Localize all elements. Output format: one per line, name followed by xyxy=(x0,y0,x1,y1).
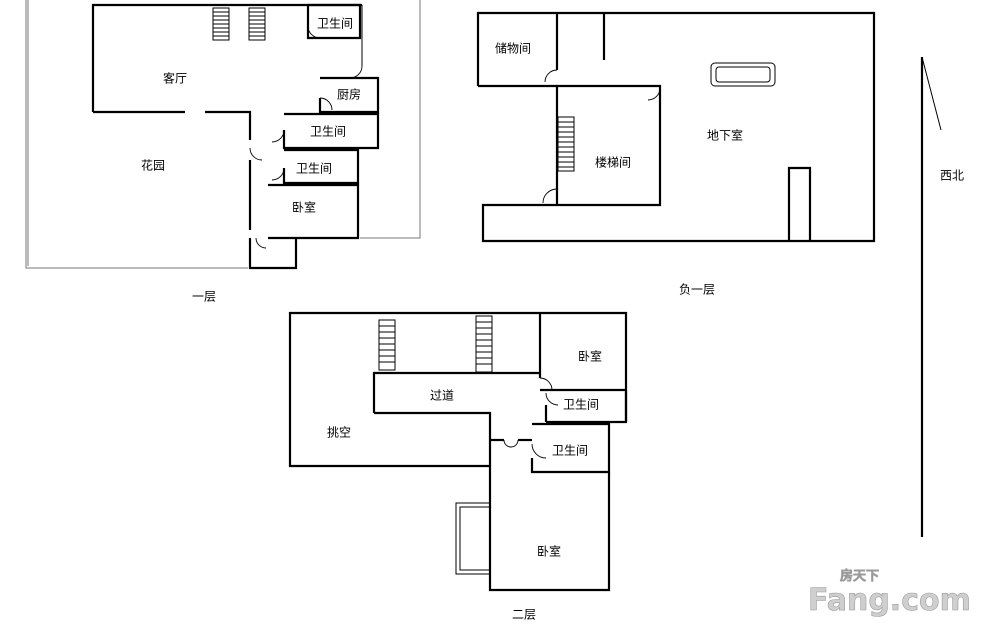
compass-label: 西北 xyxy=(940,169,964,183)
first-bedroom-walls xyxy=(268,183,360,240)
watermark-small-text: 房天下 xyxy=(840,568,879,584)
room-label-second-bedroom-bottom: 卧室 xyxy=(537,544,561,559)
door-swing xyxy=(271,129,285,143)
car-icon xyxy=(710,62,776,87)
room-label-second-bath-lower: 卫生间 xyxy=(552,444,588,458)
room-label-basement: 地下室 xyxy=(707,128,743,143)
door-swing xyxy=(545,392,559,406)
second-floor-outer-walls xyxy=(288,311,628,468)
first-bath-low-walls xyxy=(282,148,360,185)
basement-stair-treads xyxy=(558,121,574,168)
living-room-wall-top xyxy=(91,3,362,112)
door-swing xyxy=(307,25,321,39)
bedroom-bottom-walls xyxy=(488,440,611,592)
door-swing xyxy=(503,439,519,448)
first-floor-plan: 卫生间 客厅 厨房 卫生间 花园 卫生间 卧室 一层 xyxy=(25,0,421,304)
corridor-wall-upper xyxy=(372,371,540,413)
balcony-outline xyxy=(455,502,490,575)
door-swing xyxy=(544,69,558,83)
door-swing xyxy=(349,65,363,79)
basement-floor-plan: 储物间 楼梯间 地下室 负一层 xyxy=(476,11,876,297)
second-floor-plan: 卧室 过道 卫生间 挑空 卫生间 卧室 二层 xyxy=(288,311,628,622)
floor-label-second: 二层 xyxy=(512,608,536,622)
second-floor-stairs-right xyxy=(475,315,493,373)
first-floor-stairs-left xyxy=(212,7,230,41)
first-entry-walls xyxy=(248,238,298,270)
room-label-storage: 储物间 xyxy=(495,41,531,56)
corridor-wall-lower xyxy=(374,411,492,440)
room-label-second-bedroom-top: 卧室 xyxy=(578,349,602,364)
basement-outer-walls xyxy=(476,11,876,243)
door-swing xyxy=(647,87,661,101)
watermark-brand-text: Fang.com xyxy=(808,583,971,618)
balcony-inner xyxy=(459,506,490,571)
room-label-living-room: 客厅 xyxy=(163,71,187,86)
compass-arrow-icon xyxy=(921,56,942,131)
first-floor-stairs-right xyxy=(248,7,266,41)
watermark-logo: 房天下 Fang.com xyxy=(808,568,971,619)
room-label-first-bath-low: 卫生间 xyxy=(296,162,332,176)
door-swing xyxy=(271,167,285,181)
room-label-kitchen: 厨房 xyxy=(337,87,361,102)
room-label-void: 挑空 xyxy=(327,426,351,440)
living-room-wall-bottom-right xyxy=(205,110,252,140)
door-swing xyxy=(249,147,263,161)
door-swing xyxy=(255,237,267,249)
garden-boundary xyxy=(25,0,248,269)
floor-label-basement: 负一层 xyxy=(679,283,715,297)
first-bath-mid-walls xyxy=(282,112,380,150)
north-indicator: 西北 xyxy=(920,56,964,537)
room-label-corridor: 过道 xyxy=(430,389,454,403)
room-label-garden: 花园 xyxy=(141,158,165,173)
property-boundary-right xyxy=(360,0,421,239)
door-swing xyxy=(319,97,333,111)
basement-stairs xyxy=(557,116,575,172)
room-label-first-bath-top: 卫生间 xyxy=(317,17,353,31)
second-floor-stairs-left xyxy=(378,319,396,371)
floor-label-first: 一层 xyxy=(192,290,216,304)
door-swing xyxy=(542,188,558,204)
second-bath-upper-walls xyxy=(546,390,628,424)
stairwell-walls xyxy=(555,84,662,207)
basement-pillar xyxy=(787,166,812,241)
door-swing xyxy=(539,377,553,391)
room-label-first-bath-mid: 卫生间 xyxy=(310,125,346,139)
room-label-first-bedroom: 卧室 xyxy=(292,200,316,215)
kitchen-walls xyxy=(318,76,380,114)
room-label-stairwell: 楼梯间 xyxy=(595,155,631,170)
door-swing xyxy=(531,443,547,459)
room-label-second-bath-upper: 卫生间 xyxy=(563,398,599,412)
